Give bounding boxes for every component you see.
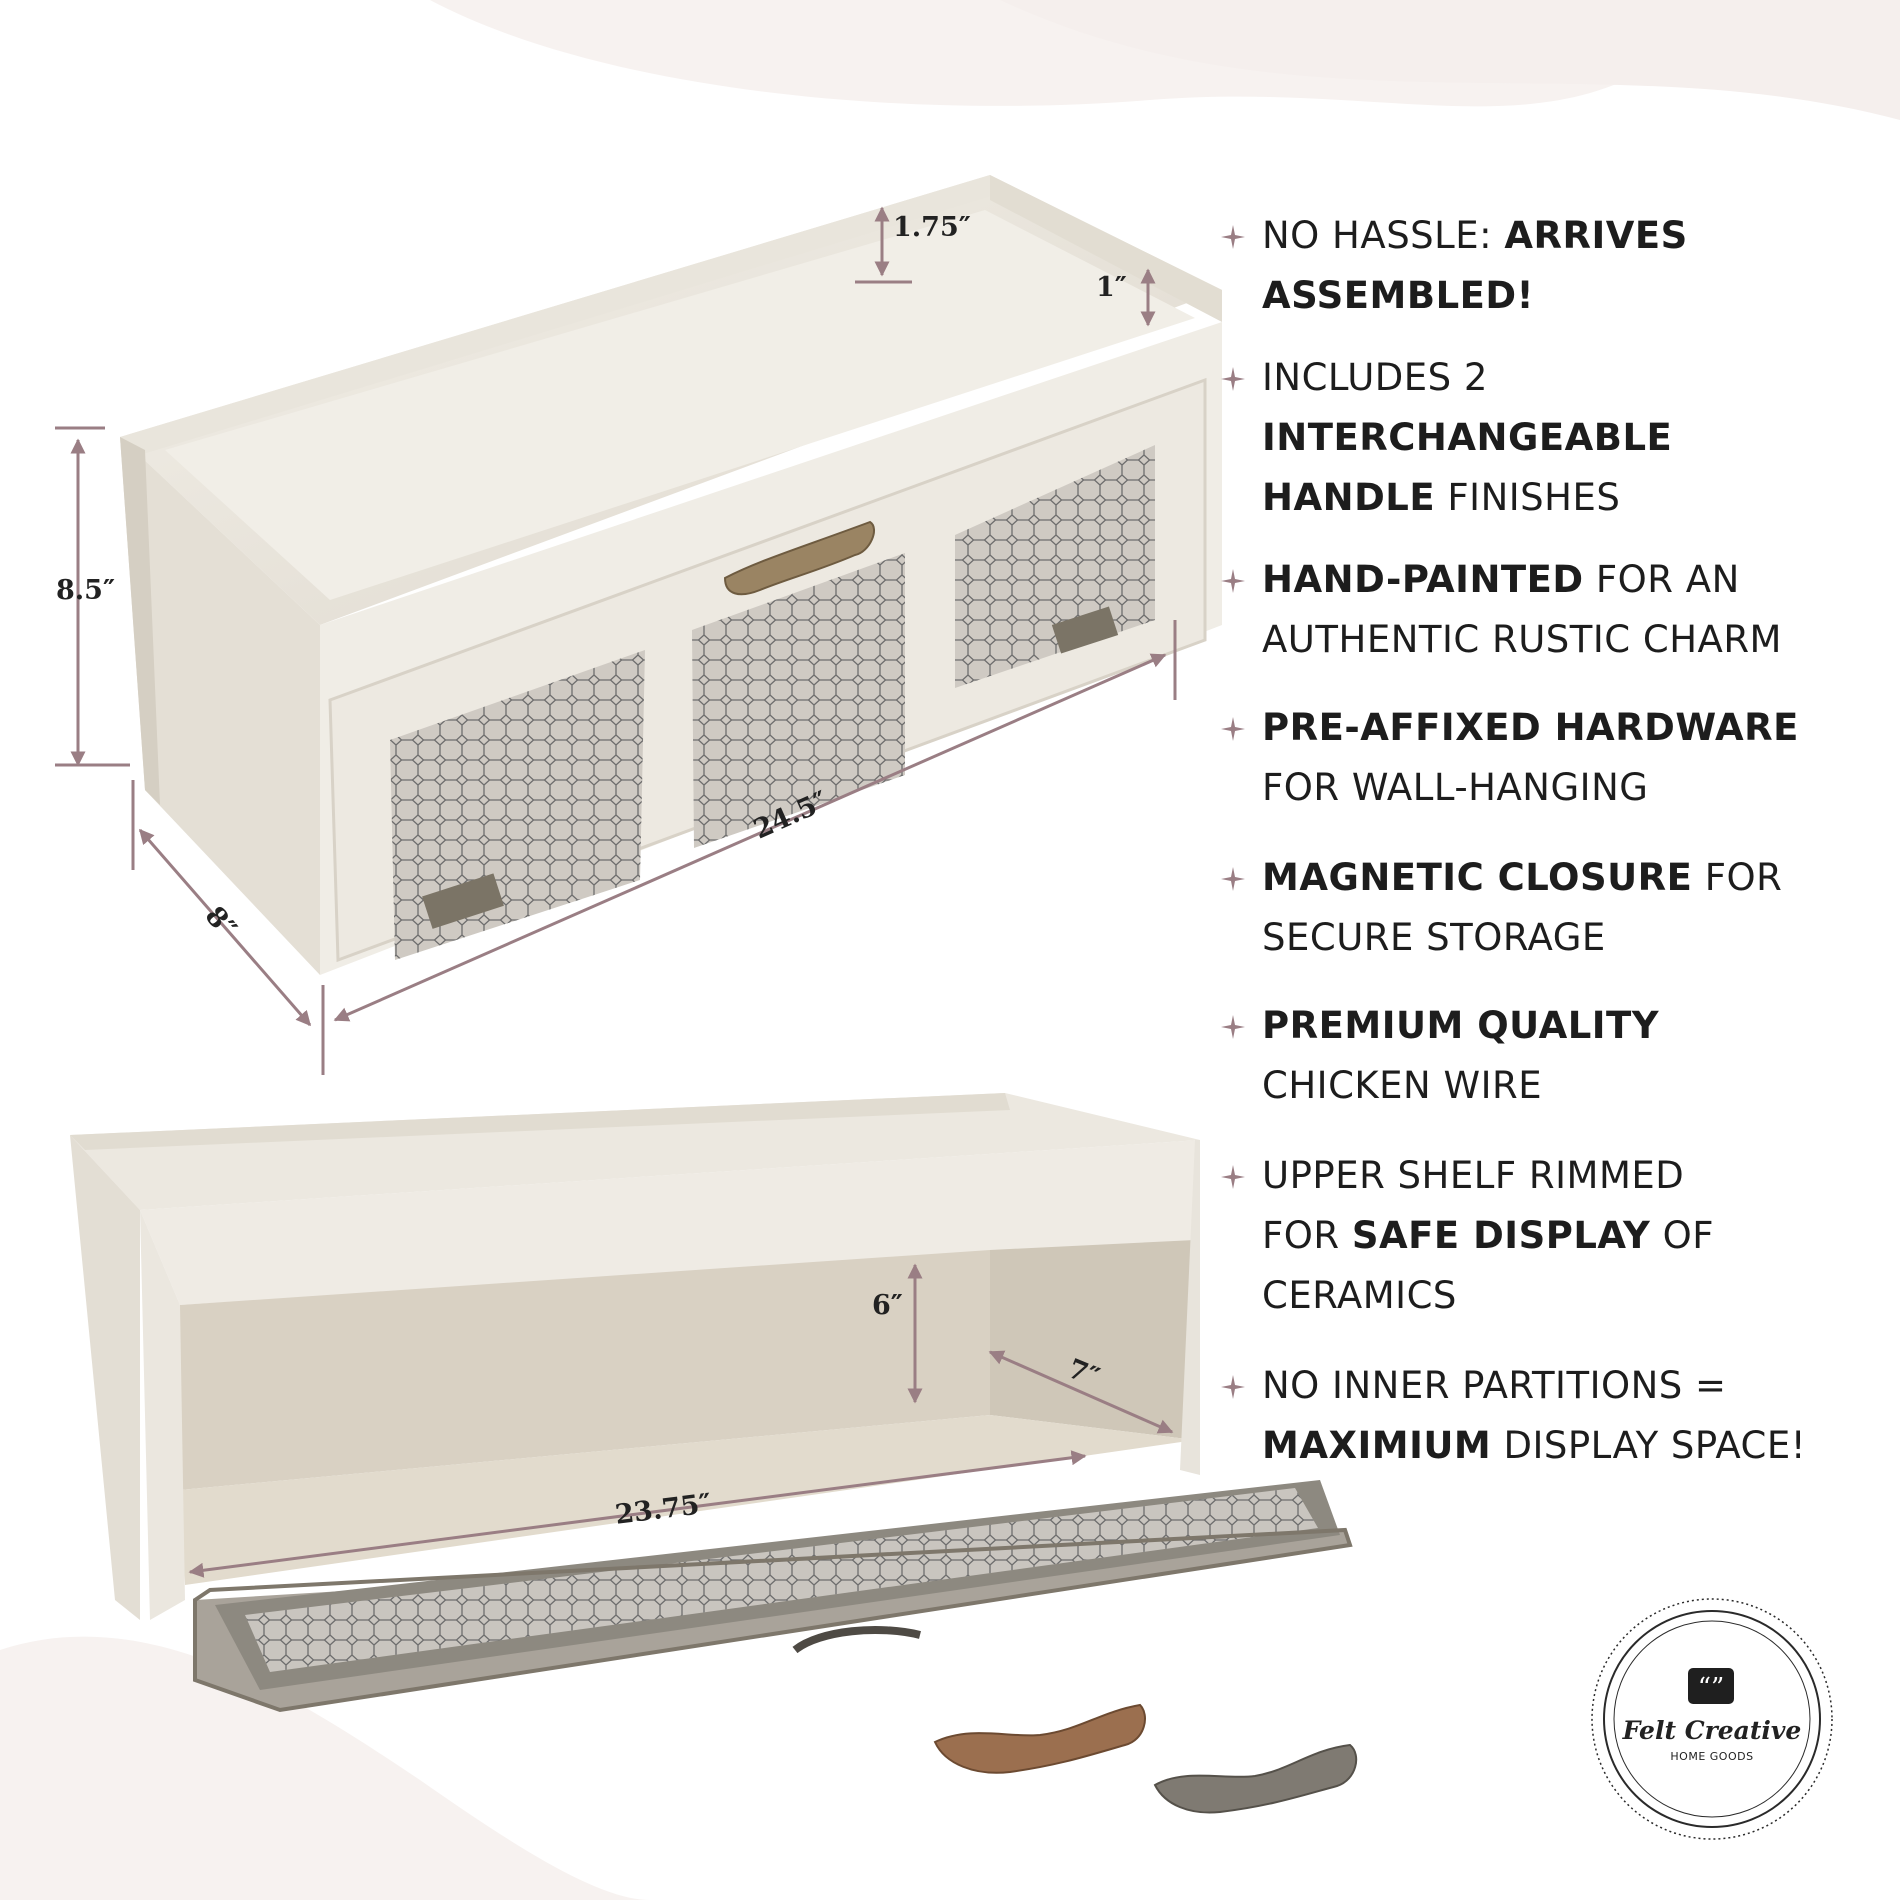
feature-text: UPPER SHELF RIMMED xyxy=(1262,1154,1685,1197)
dimension-lines-bottom xyxy=(188,1263,1174,1578)
feature-text: NO HASSLE: xyxy=(1262,214,1505,257)
feature-item: MAGNETIC CLOSURE FOR SECURE STORAGE xyxy=(1221,848,1882,968)
chat-quote-icon: “” xyxy=(1688,1668,1734,1704)
feature-bold: HANDLE xyxy=(1262,476,1436,519)
feature-text: CERAMICS xyxy=(1262,1274,1457,1317)
feature-bold: ARRIVES xyxy=(1504,214,1688,257)
spare-handle-bronze xyxy=(933,1703,1146,1774)
sparkle-star-icon xyxy=(1221,1165,1245,1189)
feature-bold: INTERCHANGEABLE xyxy=(1262,416,1673,459)
feature-text: CHICKEN WIRE xyxy=(1262,1064,1543,1107)
feature-item: INCLUDES 2 INTERCHANGEABLE HANDLE FINISH… xyxy=(1221,348,1882,528)
sparkle-star-icon xyxy=(1221,569,1245,593)
feature-text: NO INNER PARTITIONS = xyxy=(1262,1364,1727,1407)
brand-seal xyxy=(1591,1598,1833,1840)
sparkle-star-icon xyxy=(1221,867,1245,891)
feature-bold: ASSEMBLED! xyxy=(1262,274,1535,317)
feature-text: FOR xyxy=(1692,856,1783,899)
feature-text: AUTHENTIC RUSTIC CHARM xyxy=(1262,618,1782,661)
dim-height: 8.5″ xyxy=(56,575,116,606)
feature-bold: PRE-AFFIXED HARDWARE xyxy=(1262,706,1799,749)
feature-item: UPPER SHELF RIMMED FOR SAFE DISPLAY OF C… xyxy=(1221,1146,1882,1326)
dimension-lines-top xyxy=(55,206,1177,1075)
feature-item: PRE-AFFIXED HARDWARE FOR WALL-HANGING xyxy=(1221,698,1882,818)
sparkle-star-icon xyxy=(1221,367,1245,391)
sparkle-star-icon xyxy=(1221,1015,1245,1039)
feature-text: INCLUDES 2 xyxy=(1262,356,1488,399)
feature-item: HAND-PAINTED FOR AN AUTHENTIC RUSTIC CHA… xyxy=(1221,550,1882,670)
feature-text: OF xyxy=(1650,1214,1714,1257)
feature-bold: HAND-PAINTED xyxy=(1262,558,1584,601)
feature-bold: PREMIUM QUALITY xyxy=(1262,1004,1660,1047)
feature-text: SECURE STORAGE xyxy=(1262,916,1606,959)
feature-text: DISPLAY SPACE! xyxy=(1491,1424,1807,1467)
sparkle-star-icon xyxy=(1221,1375,1245,1399)
sparkle-star-icon xyxy=(1221,225,1245,249)
dim-interior-height: 6″ xyxy=(872,1290,903,1321)
sparkle-star-icon xyxy=(1221,717,1245,741)
feature-bold: MAGNETIC CLOSURE xyxy=(1262,856,1693,899)
background-wave-bottom xyxy=(0,1636,650,1900)
feature-item: NO HASSLE: ARRIVES ASSEMBLED! xyxy=(1221,206,1882,326)
cabinet-open xyxy=(70,1093,1353,1713)
feature-text: FOR AN xyxy=(1583,558,1740,601)
dim-rim-height: 1.75″ xyxy=(893,212,971,243)
feature-text: FOR xyxy=(1262,1214,1352,1257)
feature-item: PREMIUM QUALITY CHICKEN WIRE xyxy=(1221,996,1882,1116)
brand-subtitle: HOME GOODS xyxy=(1670,1750,1754,1763)
feature-text: FINISHES xyxy=(1435,476,1621,519)
feature-bold: SAFE DISPLAY xyxy=(1351,1214,1651,1257)
brand-name: Felt Creative xyxy=(1622,1716,1802,1745)
feature-bold: MAXIMIUM xyxy=(1262,1424,1492,1467)
feature-text: FOR WALL-HANGING xyxy=(1262,766,1649,809)
dim-rim-inset: 1″ xyxy=(1096,272,1127,303)
cabinet-closed xyxy=(120,175,1222,975)
feature-item: NO INNER PARTITIONS = MAXIMIUM DISPLAY S… xyxy=(1221,1356,1882,1476)
spare-handle-silver xyxy=(1153,1743,1358,1814)
